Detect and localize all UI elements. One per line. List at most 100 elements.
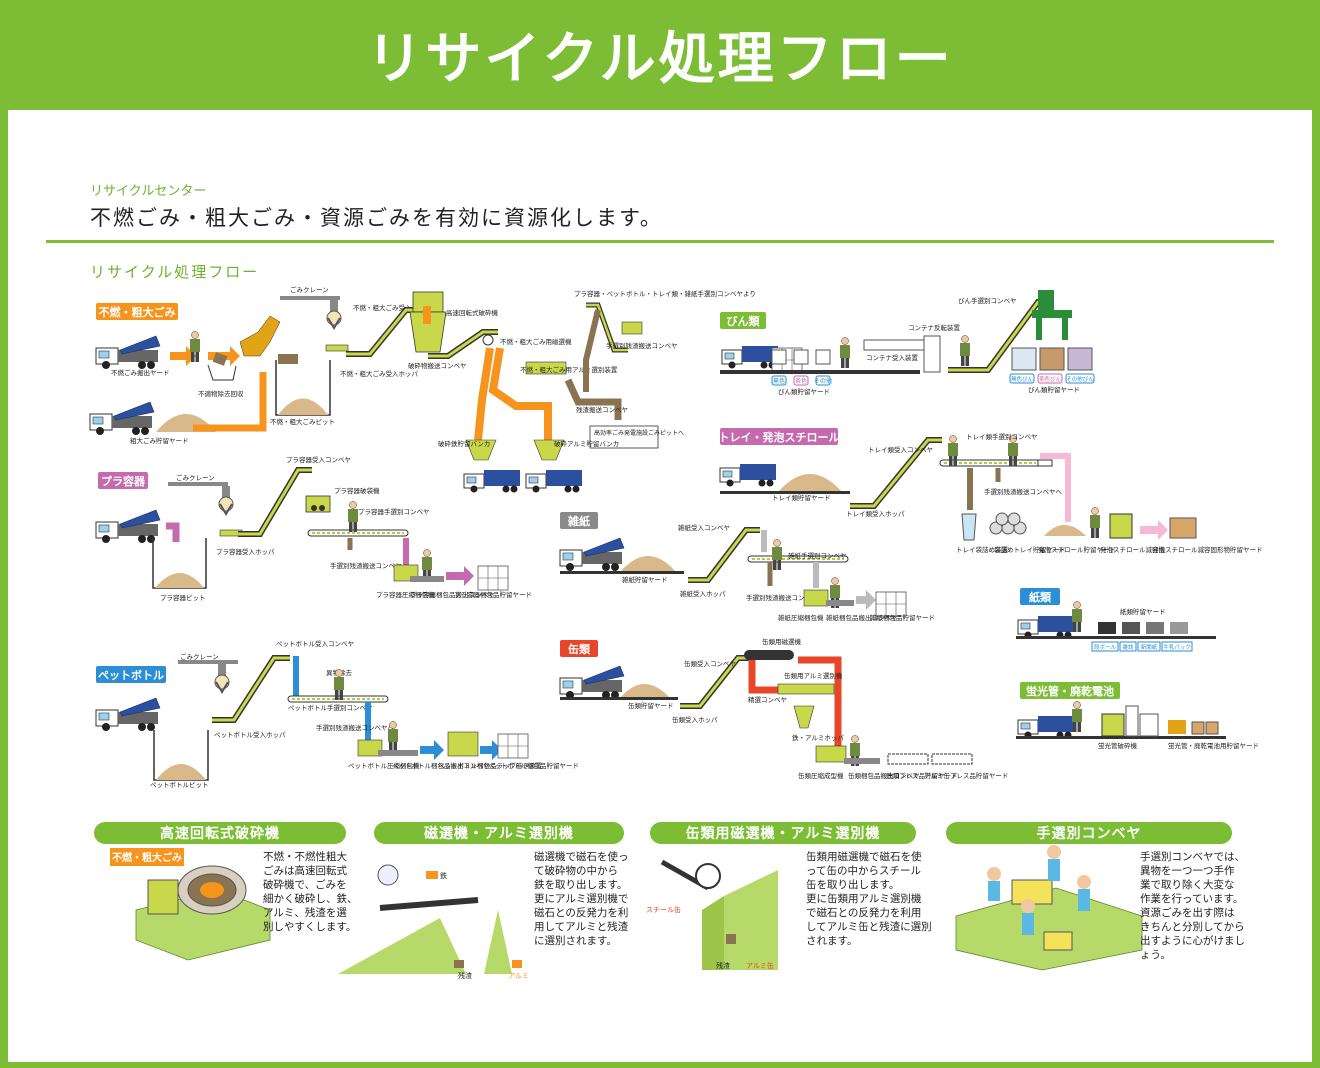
label-kan-8: 缶類梱包品搬出コンベヤ [848,771,920,780]
tag-bin-label: びん類 [727,314,761,328]
label-zatsu-1: 雑紙貯留ヤード [622,575,668,584]
label-kan-10: アルミ缶プレス品貯留ヤード [924,771,1008,780]
label-funen-7: 高速回転式破砕機 [446,308,499,317]
label-pet-9: ペットボトル梱包品ラップ巻き装置 [438,761,543,770]
label-zatsu-2: 雑紙受入ホッパ [680,589,726,598]
worker-icon [1071,701,1083,733]
section-text-magnet: 磁選機で磁石を使っ て破砕物の中から 鉄を取り出します。 更にアルミ選別機で 磁… [534,851,629,947]
label-pet-0: ごみクレーン [180,652,219,661]
header: リサイクル処理フロー [0,0,1320,108]
label-pet-1: ペットボトル受入コンベヤ [276,639,354,648]
crane-icon [218,485,234,515]
truck-icon [559,537,625,572]
label-kami-0: 紙類貯留ヤード [1120,607,1166,616]
label-keikou-0: 蛍光管破砕機 [1098,741,1138,750]
page-title: リサイクル処理フロー [366,26,954,92]
worker-icon [189,331,201,363]
section-title-crusher: 高速回転式破砕機 [94,822,346,844]
label-pura-3: プラ容器手選別コンベヤ [358,507,430,516]
tag-pura [98,472,148,489]
bin-0: 無色 [773,377,785,385]
sorted-bin-2: その他びん [1066,375,1094,383]
label-pura-7: プラ容器圧縮梱包機 [376,590,435,599]
magnet-label-0: 鉄 [440,871,447,880]
truck-icon [1017,715,1075,739]
can-magnet-illustration [724,870,778,970]
kami-item-3: 牛乳パック [1163,643,1191,651]
section-text-crusher: 不燃・不燃性粗大 ごみは高速回転式 破砕機で、ごみを 細かく破砕し、鉄、 アルミ… [263,851,358,933]
tag-pet-label: ペットボトル [98,668,164,682]
label-kan-6: 鉄・アルミホッパ [792,733,844,742]
kami-item-1: 雑誌 [1122,643,1134,651]
label-tray-2: トレイ類受入ホッパ [846,509,905,518]
tag-kami-label: 紙類 [1029,590,1052,604]
truck-icon [95,335,161,370]
worker-icon [959,335,971,367]
section-title-can-magnet: 缶類用磁選機・アルミ選別機 [650,822,916,844]
magnet-illustration [338,918,466,974]
tag-funen [96,303,178,320]
label-funen-4: ごみクレーン [290,285,329,294]
truck-icon [721,345,779,369]
label-tray-9: 発泡スチロール減容固形物貯留ヤード [1152,545,1263,554]
crusher-tag-label: 不燃・粗大ごみ [112,851,182,864]
label-funen-9: 不燃・粗大ごみ用磁選機 [500,337,572,346]
worker-icon [421,549,433,581]
bin-2: その他 [814,377,832,385]
label-pet-8: ペットボトル梱包品搬出コンベヤ [392,761,490,770]
sorted-bin-1: 茶色びん [1039,375,1062,383]
divider [46,240,1274,243]
label-bin-2: コンテナ受入装置 [866,353,919,362]
label-zatsu-3: 雑紙手選別コンベヤ [788,551,847,560]
worker-icon [333,669,345,701]
tag-kan [560,640,598,657]
tag-zatsu-label: 雑紙 [567,514,590,528]
worker-icon [347,501,359,533]
label-pet-10: ペットボトル梱包品貯留ヤード [488,761,579,770]
label-kan-4: 缶類用アルミ選別機 [784,671,843,680]
tag-bin [720,312,766,329]
can-label-2: アルミ缶 [746,961,774,970]
label-pura-5: プラ容器ピット [160,593,206,602]
tag-kami [1020,588,1060,605]
label-funen-8: 破砕物搬送コンベヤ [408,361,467,370]
truck-icon [95,697,161,732]
label-funen-16: 手選別残渣搬送コンベヤ [606,341,678,350]
label-kan-9: 鉄類プレス品貯留ヤード [886,771,958,780]
label-funen-0: 不燃ごみ搬出ヤード [111,368,170,377]
tag-crusher [110,848,184,866]
label-funen-13: 破砕鉄貯留バンカ [438,439,490,448]
label-tray-7: 発泡スチロール貯留ヤード [1038,545,1116,554]
label-pet-4: ペットボトル受入ホッパ [214,730,286,739]
label-funen-2: 粗大ごみ貯留ヤード [130,436,189,445]
label-tray-4: 手選別残渣搬送コンベヤへ [984,487,1063,496]
bale-icon [497,733,529,759]
can-label-0: スチール缶 [646,905,681,914]
magnet-label-1: 残渣 [458,971,472,980]
truck-icon [525,469,583,493]
truck-icon [95,509,161,544]
worker-icon [1089,507,1101,539]
label-tray-6: 袋詰めトレイ貯留ヤード [994,545,1066,554]
truck-icon [1017,615,1075,639]
label-bin-0b: びん類貯留ヤード [1028,385,1080,394]
label-zatsu-6: 雑紙梱包品搬出コンベヤ [826,613,898,622]
label-tray-0: トレイ類貯留ヤード [772,493,831,502]
label-funen-1: 不適物除去回収 [198,389,244,398]
truck-icon [89,401,155,436]
worker-icon [1071,601,1083,633]
tag-tray [720,428,838,445]
label-funen-6: 不燃・粗大ごみ受入ホッパ [340,369,419,378]
label-kan-7: 缶類圧縮成型機 [798,771,844,780]
label-pura-4: プラ容器受入ホッパ [216,547,275,556]
label-zatsu-4: 手選別残渣搬送コンベヤへ [746,593,825,602]
label-zatsu-5: 雑紙圧縮梱包機 [778,613,824,622]
label-kan-2: 缶類受入ホッパ [672,715,718,724]
label-keikou-1: 蛍光管・廃乾電池用貯留ヤード [1168,741,1259,750]
flow-title: リサイクル処理フロー [90,263,260,281]
label-pura-6: 手選別残渣搬送コンベヤへ [330,561,409,570]
bin-1: 茶色 [795,377,807,385]
label-pet-5: ペットボトルピット [150,781,209,789]
tag-kan-label: 缶類 [568,642,591,656]
label-kan-0: 缶類受入コンベヤ [684,659,736,668]
